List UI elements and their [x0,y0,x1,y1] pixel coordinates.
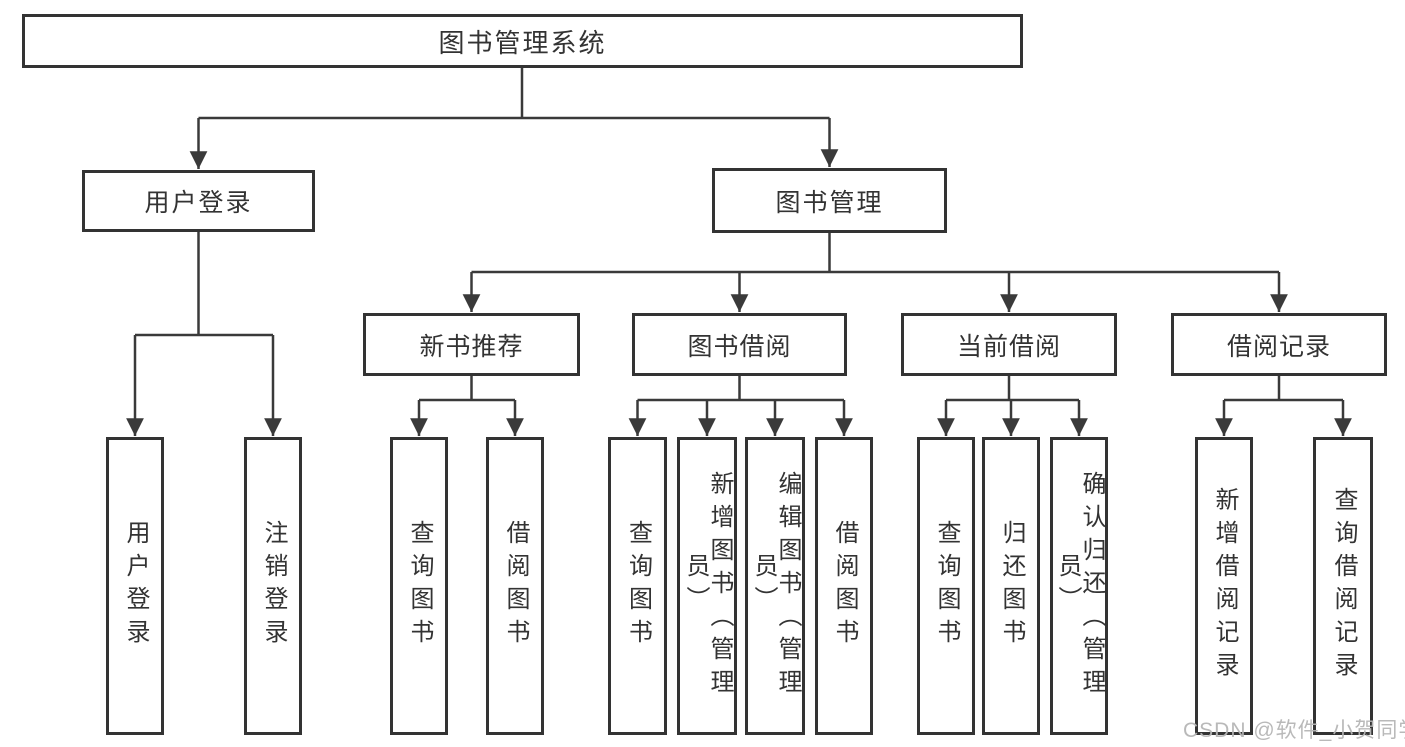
leaf-add-borrow-record: 新增借阅记录 [1195,437,1253,735]
node-current-borrowing: 当前借阅 [901,313,1117,376]
leaf-edit-books-admin: 编辑图书（管理员） [745,437,805,735]
node-label: 当前借阅 [956,332,1061,361]
node-label: 归还图书 [998,520,1025,652]
node-label: 查询图书 [406,520,433,652]
leaf-logout: 注销登录 [244,437,302,735]
connector-spines [135,68,1343,402]
node-label: 图书管理 [775,188,884,217]
leaf-add-books-admin: 新增图书（管理员） [677,437,737,735]
node-borrowing-records: 借阅记录 [1171,313,1387,376]
node-label: 注销登录 [260,520,287,652]
leaf-query-borrow-record: 查询借阅记录 [1313,437,1373,735]
leaf-query-books: 查询图书 [608,437,667,735]
leaf-borrow-books-recommend: 借阅图书 [486,437,544,735]
connector-arrows [126,118,1352,436]
node-label: 用户登录 [144,189,253,217]
leaf-borrow-books: 借阅图书 [815,437,873,735]
node-label: 借阅记录 [1226,332,1331,361]
node-label: 查询图书 [933,520,960,652]
node-label: 借阅图书 [831,520,858,652]
leaf-confirm-return-admin: 确认归还（管理员） [1050,437,1108,735]
node-label: 查询图书 [624,520,652,652]
node-book-borrowing: 图书借阅 [632,313,847,376]
node-label: 查询借阅记录 [1330,487,1357,685]
node-label: 图书管理系统 [438,27,607,58]
node-label: 确认归还（管理员） [1054,470,1105,702]
csdn-watermark: CSDN @软件_小贺同学 [1183,719,1405,742]
node-label: 图书借阅 [687,332,792,361]
node-new-book-recommend: 新书推荐 [363,313,580,376]
node-user-login: 用户登录 [82,170,315,232]
leaf-query-books-current: 查询图书 [917,437,975,735]
leaf-return-books: 归还图书 [982,437,1040,735]
node-label: 新增借阅记录 [1211,487,1238,685]
leaf-user-login: 用户登录 [106,437,164,735]
node-label: 借阅图书 [502,520,529,652]
node-book-management: 图书管理 [712,168,947,233]
node-label: 用户登录 [122,520,149,652]
leaf-query-books-recommend: 查询图书 [390,437,448,735]
node-label: 新书推荐 [419,332,524,361]
node-label: 新增图书（管理员） [682,470,733,702]
node-label: 编辑图书（管理员） [750,470,801,702]
node-root-system: 图书管理系统 [22,14,1023,68]
